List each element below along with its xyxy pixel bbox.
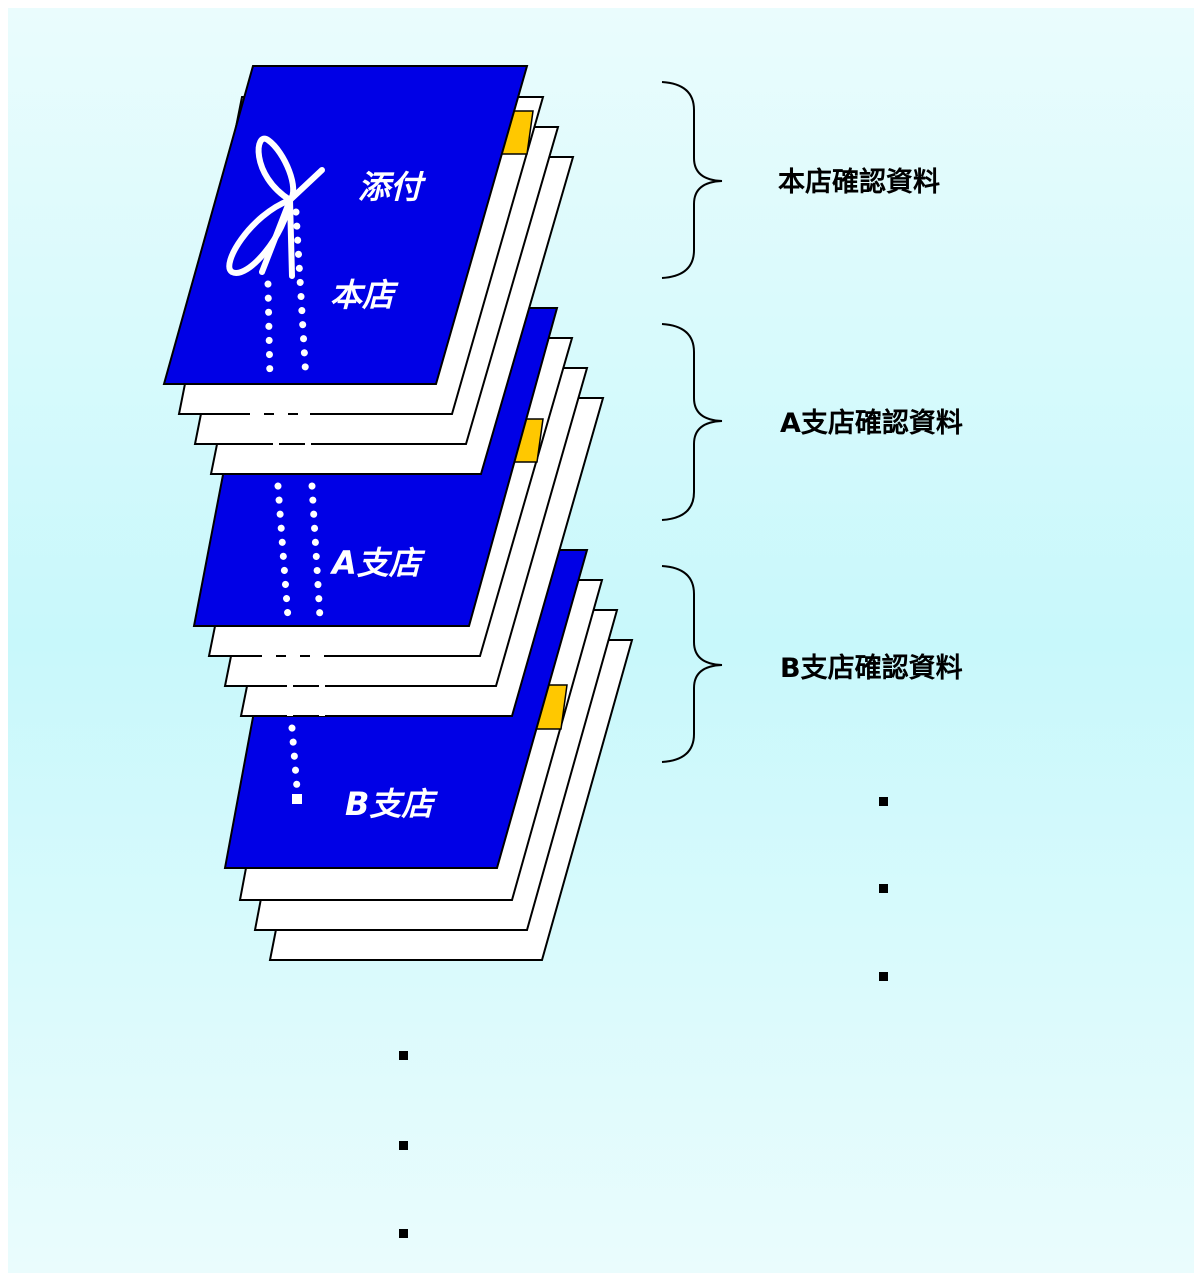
bracket-b-branch: B支店確認資料 (661, 565, 963, 763)
continuation-dots-right (879, 797, 888, 981)
bracket-label: A支店確認資料 (780, 407, 963, 439)
cover-label: 添付 (358, 168, 427, 206)
string-end (292, 794, 302, 804)
curly-brace (661, 81, 723, 279)
ellipsis-dot (399, 1051, 408, 1060)
ellipsis-dot (399, 1141, 408, 1150)
continuation-dots-bottom (399, 1051, 408, 1238)
bracket-head-office: 本店確認資料 (661, 81, 940, 279)
string-dots (274, 482, 292, 622)
bow-tail (287, 167, 325, 203)
bow-upper-loop (255, 135, 297, 204)
bracket-label: B支店確認資料 (780, 652, 963, 684)
cover-label: 本店 (330, 276, 399, 314)
ellipsis-dot (399, 1229, 408, 1238)
cover-label: B支店 (345, 785, 438, 823)
bow-tail (287, 197, 295, 279)
string-dots (264, 280, 274, 384)
ellipsis-dot (879, 972, 888, 981)
binding-string (250, 208, 326, 804)
string-dots (308, 482, 324, 622)
bracket-label: 本店確認資料 (778, 166, 940, 198)
ellipsis-dot (879, 797, 888, 806)
cover (162, 65, 529, 385)
cover-label: A支店 (329, 544, 426, 582)
curly-brace (661, 323, 723, 521)
curly-brace (661, 565, 723, 763)
bow-tail (259, 197, 293, 275)
string-dots (288, 724, 302, 804)
ellipsis-dot (879, 884, 888, 893)
string-dots (292, 208, 310, 384)
bracket-a-branch: A支店確認資料 (661, 323, 963, 521)
ribbon-bow-icon (226, 135, 325, 279)
